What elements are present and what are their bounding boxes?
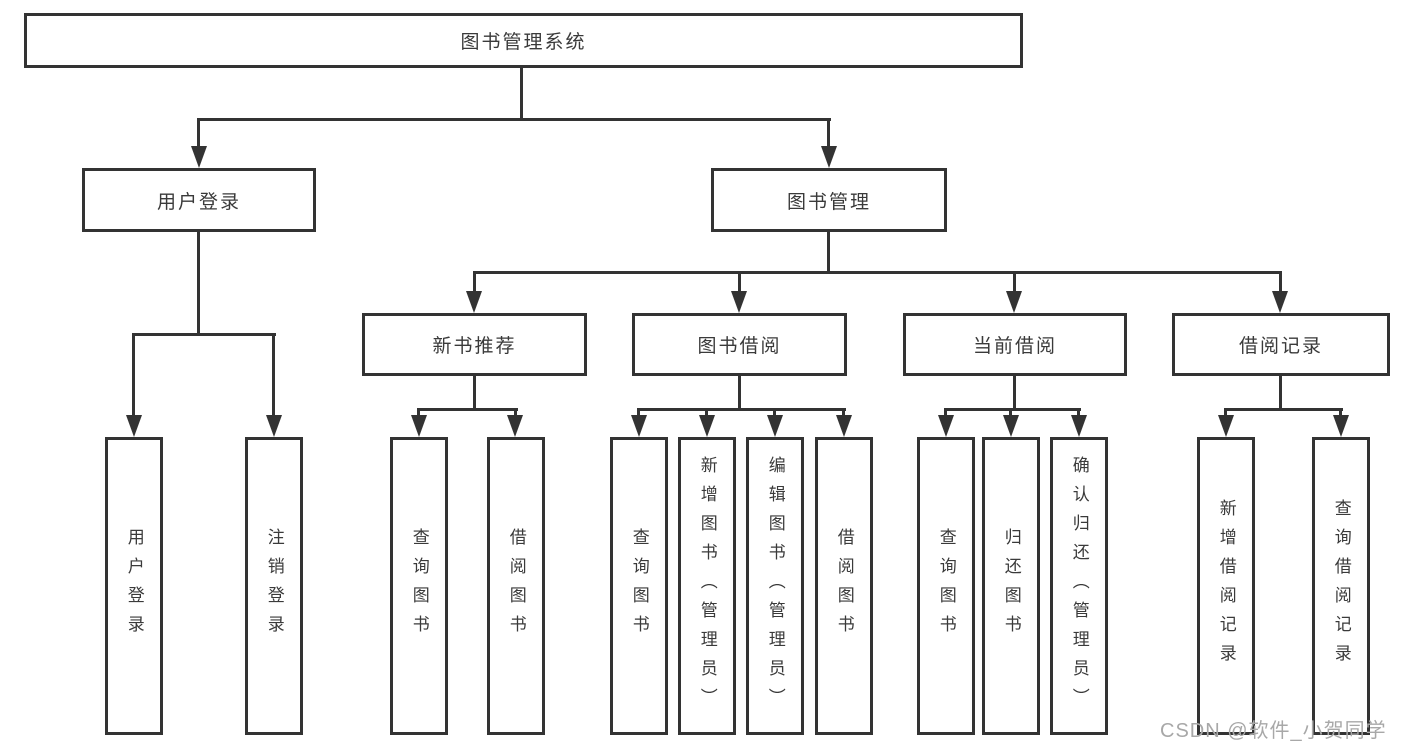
arrowhead-new-book-recommend [466,291,482,313]
connector-to-leaf-logout [272,333,275,421]
arrowhead-leaf-cb-query [938,415,954,437]
arrowhead-book-management [821,146,837,168]
arrowhead-leaf-bb-edit [767,415,783,437]
leaf-br-query-record-label: 查询借阅记录 [1331,499,1351,673]
leaf-nb-borrow-books: 借阅图书 [487,437,545,735]
leaf-bb-query-books: 查询图书 [610,437,668,735]
node-current-borrowing-label: 当前借阅 [972,336,1057,357]
leaf-br-add-record: 新增借阅记录 [1197,437,1255,735]
arrowhead-leaf-user-login [126,415,142,437]
leaf-bb-add-books-admin: 新增图书（管理员） [678,437,736,735]
arrowhead-leaf-br-query [1333,415,1349,437]
node-root-label: 图书管理系统 [460,32,587,53]
leaf-cb-query-books: 查询图书 [917,437,975,735]
leaf-bb-edit-books-admin-label: 编辑图书（管理员） [765,455,785,717]
node-borrow-records-label: 借阅记录 [1238,336,1323,357]
connector-nb-branch [417,408,518,411]
connector-root-branch [198,118,831,121]
connector-cb-branch [944,408,1081,411]
leaf-cb-confirm-return-admin-label: 确认归还（管理员） [1069,455,1089,717]
leaf-nb-query-books-label: 查询图书 [409,528,429,644]
connector-br-stem [1279,376,1282,411]
arrowhead-leaf-cb-confirm [1071,415,1087,437]
leaf-bb-query-books-label: 查询图书 [629,528,649,644]
arrowhead-leaf-logout [266,415,282,437]
arrowhead-leaf-br-add [1218,415,1234,437]
connector-to-leaf-user-login [132,333,135,421]
connector-to-new-book-recommend [473,271,476,297]
node-book-management-label: 图书管理 [786,191,871,213]
leaf-bb-borrow-books: 借阅图书 [815,437,873,735]
connector-to-current-borrowing [1013,271,1016,297]
leaf-cb-query-books-label: 查询图书 [936,528,956,644]
node-book-borrowing: 图书借阅 [632,313,847,376]
connector-to-book-management [827,118,830,152]
node-new-book-recommend: 新书推荐 [362,313,587,376]
node-user-login: 用户登录 [82,168,316,232]
connector-br-branch [1224,408,1343,411]
leaf-nb-borrow-books-label: 借阅图书 [506,528,526,644]
leaf-bb-add-books-admin-label: 新增图书（管理员） [697,455,717,717]
connector-book-management-branch [473,271,1281,274]
node-new-book-recommend-label: 新书推荐 [432,336,517,357]
arrowhead-leaf-cb-return [1003,415,1019,437]
node-root: 图书管理系统 [24,13,1023,68]
arrowhead-borrow-records [1272,291,1288,313]
node-book-borrowing-label: 图书借阅 [697,336,782,357]
connector-to-book-borrowing [738,271,741,297]
node-borrow-records: 借阅记录 [1172,313,1390,376]
leaf-user-login: 用户登录 [105,437,163,735]
node-book-management: 图书管理 [711,168,947,232]
node-current-borrowing: 当前借阅 [903,313,1127,376]
arrowhead-leaf-bb-add [699,415,715,437]
leaf-bb-borrow-books-label: 借阅图书 [834,528,854,644]
leaf-nb-query-books: 查询图书 [390,437,448,735]
arrowhead-leaf-nb-borrow [507,415,523,437]
connector-to-user-login [197,118,200,152]
arrowhead-current-borrowing [1006,291,1022,313]
leaf-cb-confirm-return-admin: 确认归还（管理员） [1050,437,1108,735]
csdn-watermark: CSDN @软件_小贺同学 [1160,720,1387,742]
node-user-login-label: 用户登录 [156,191,241,213]
connector-to-borrow-records [1279,271,1282,297]
arrowhead-leaf-bb-borrow [836,415,852,437]
leaf-bb-edit-books-admin: 编辑图书（管理员） [746,437,804,735]
leaf-br-query-record: 查询借阅记录 [1312,437,1370,735]
connector-user-login-stem [197,232,200,335]
arrowhead-user-login [191,146,207,168]
connector-bb-branch [637,408,846,411]
connector-user-login-branch [133,333,276,336]
leaf-user-login-label: 用户登录 [124,528,144,644]
leaf-cb-return-books-label: 归还图书 [1001,528,1021,644]
connector-root-stem [520,68,523,118]
leaf-logout-label: 注销登录 [264,528,284,644]
leaf-cb-return-books: 归还图书 [982,437,1040,735]
connector-bb-stem [738,376,741,411]
leaf-logout: 注销登录 [245,437,303,735]
arrowhead-book-borrowing [731,291,747,313]
connector-nb-stem [473,375,476,411]
connector-cb-stem [1013,376,1016,411]
connector-book-management-stem [827,232,830,274]
arrowhead-leaf-bb-query [631,415,647,437]
leaf-br-add-record-label: 新增借阅记录 [1216,499,1236,673]
arrowhead-leaf-nb-query [411,415,427,437]
